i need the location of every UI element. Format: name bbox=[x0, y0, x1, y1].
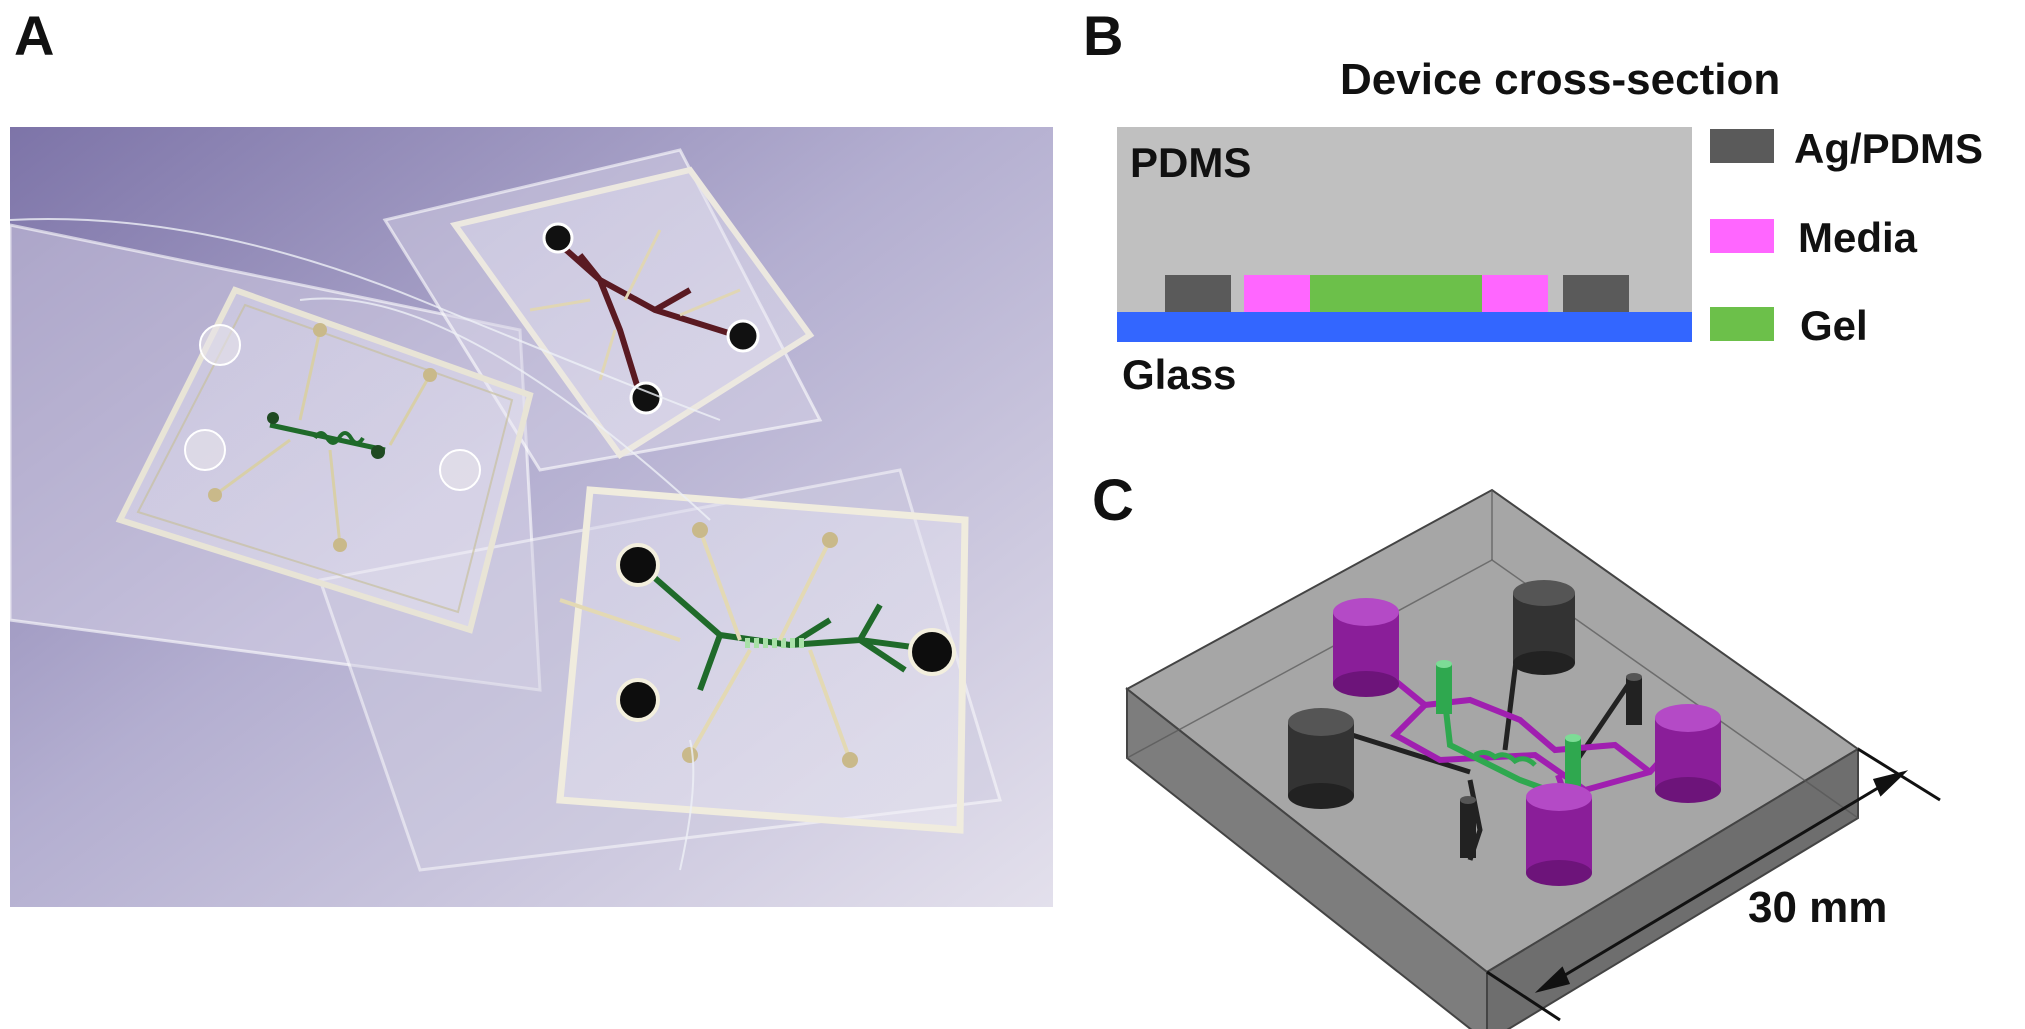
panel-letter-c: C bbox=[1092, 468, 1134, 533]
legend-swatch-ag-pdms bbox=[1710, 129, 1774, 163]
electrode-well-2 bbox=[1513, 580, 1575, 675]
media-well-1 bbox=[1333, 598, 1399, 697]
gel-port-2 bbox=[1565, 734, 1581, 796]
media-channel-left bbox=[1244, 275, 1310, 312]
legend-swatch-gel bbox=[1710, 307, 1774, 341]
media-well-2 bbox=[1655, 704, 1721, 803]
media-well-3 bbox=[1526, 783, 1592, 886]
cross-section-title: Device cross-section bbox=[1340, 55, 1781, 104]
gel-channel bbox=[1310, 275, 1482, 312]
legend-label-ag-pdms: Ag/PDMS bbox=[1794, 125, 1983, 172]
dimension-line bbox=[1486, 747, 1941, 1022]
glass-layer bbox=[1117, 312, 1692, 342]
electrode-well-1 bbox=[1288, 708, 1354, 809]
block-left-face bbox=[1126, 686, 1488, 1029]
media-channel-path-2 bbox=[1424, 696, 1652, 775]
gel-port-1 bbox=[1436, 660, 1452, 714]
dimension-label: 30 mm bbox=[1748, 883, 1888, 932]
electrode-left bbox=[1165, 275, 1231, 312]
electrode-pin-1 bbox=[1626, 673, 1642, 725]
legend-swatch-media bbox=[1710, 219, 1774, 253]
legend-label-media: Media bbox=[1798, 214, 1918, 261]
electrode-right bbox=[1563, 275, 1629, 312]
media-channel-path-1 bbox=[1368, 657, 1673, 794]
legend-label-gel: Gel bbox=[1800, 302, 1868, 349]
pdms-label: PDMS bbox=[1130, 139, 1252, 186]
panel-letter-b: B bbox=[1083, 4, 1124, 67]
glass-label: Glass bbox=[1122, 351, 1237, 398]
electrode-pin-2 bbox=[1460, 796, 1476, 858]
panel-letter-a: A bbox=[14, 4, 55, 67]
electrode-wires bbox=[1351, 644, 1631, 861]
media-channel-right bbox=[1482, 275, 1548, 312]
